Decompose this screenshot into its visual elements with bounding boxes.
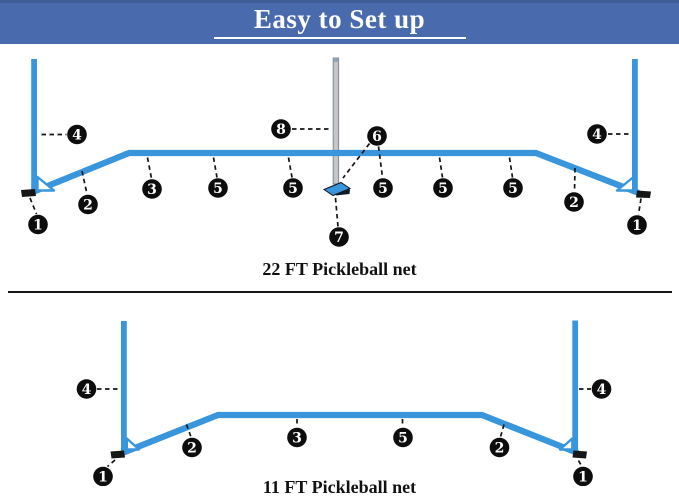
callout-1-right: 1 [627, 215, 647, 235]
right-foot [572, 450, 587, 459]
callout-1-right: 1 [573, 466, 593, 486]
callout-2-right: 2 [489, 437, 510, 458]
diagram-22ft: 4 8 6 4 3 5 5 5 5 5 2 1 7 2 1 [21, 57, 651, 247]
callout-4-right: 4 [591, 379, 612, 399]
callout-1-left: 1 [93, 466, 113, 486]
page-title: Easy to Set up [253, 4, 426, 34]
svg-text:5: 5 [378, 181, 388, 197]
callout-1-left: 1 [28, 214, 48, 235]
svg-text:1: 1 [33, 217, 43, 233]
left-pole [121, 321, 127, 453]
svg-text:1: 1 [632, 218, 642, 234]
callout-2-left: 2 [78, 194, 98, 215]
svg-text:5: 5 [288, 181, 298, 197]
svg-text:5: 5 [398, 430, 408, 446]
callout-5-5: 5 [503, 178, 523, 198]
leader-lines [29, 128, 642, 227]
right-pole [632, 59, 638, 193]
svg-text:4: 4 [82, 382, 92, 398]
svg-text:4: 4 [592, 127, 602, 143]
svg-text:2: 2 [83, 197, 93, 213]
caption-22ft: 22 FT Pickleball net [262, 259, 417, 279]
svg-text:2: 2 [187, 440, 197, 456]
callout-2-left: 2 [182, 437, 202, 458]
callout-6: 6 [367, 126, 387, 146]
callout-3: 3 [287, 427, 307, 448]
header-banner: Easy to Set up [0, 0, 679, 44]
callout-7: 7 [329, 227, 349, 247]
left-foot [21, 189, 36, 197]
svg-text:1: 1 [578, 469, 588, 485]
svg-text:4: 4 [597, 382, 607, 398]
net-frame-tube [120, 411, 580, 456]
svg-text:2: 2 [495, 440, 505, 456]
svg-text:6: 6 [372, 129, 382, 145]
callout-2-right: 2 [564, 192, 584, 212]
svg-text:5: 5 [213, 181, 223, 197]
callout-5-1: 5 [208, 178, 228, 198]
callout-3: 3 [142, 179, 162, 199]
left-pole [31, 59, 37, 192]
svg-text:3: 3 [292, 430, 302, 446]
separator-line [8, 291, 672, 293]
callout-5-4: 5 [433, 178, 453, 198]
center-base-plate [322, 181, 352, 197]
svg-text:2: 2 [569, 195, 579, 211]
callout-5: 5 [393, 427, 413, 448]
callout-4-left: 4 [76, 379, 97, 399]
svg-text:1: 1 [98, 469, 108, 485]
diagram-11ft: 4 4 1 1 2 2 3 5 [76, 320, 612, 486]
callout-4-left: 4 [67, 124, 87, 145]
center-pole [332, 57, 340, 185]
left-foot [110, 450, 125, 459]
right-foot [636, 190, 651, 198]
leader-lines [97, 388, 591, 468]
caption-11ft: 11 FT Pickleball net [262, 477, 417, 497]
callout-4-right: 4 [587, 124, 607, 144]
title-underline [213, 37, 466, 39]
svg-text:5: 5 [438, 181, 448, 197]
svg-text:8: 8 [276, 122, 286, 138]
left-corner-brace [36, 175, 56, 192]
callout-8: 8 [271, 119, 291, 139]
svg-text:7: 7 [334, 230, 344, 246]
svg-text:5: 5 [508, 181, 518, 197]
center-pole-cap [333, 58, 339, 62]
callout-5-2: 5 [283, 178, 303, 198]
right-pole [572, 320, 579, 453]
svg-text:3: 3 [147, 182, 157, 198]
svg-text:4: 4 [72, 127, 82, 143]
callout-5-3: 5 [373, 178, 393, 198]
